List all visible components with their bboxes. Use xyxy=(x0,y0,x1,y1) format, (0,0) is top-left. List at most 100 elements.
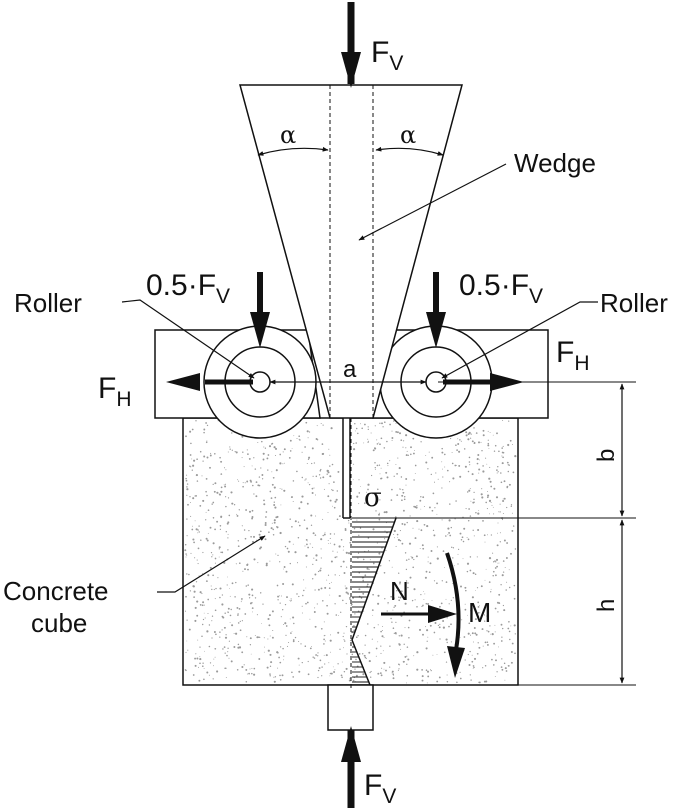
speckle-dot xyxy=(362,673,365,676)
speckle-dot xyxy=(240,601,242,603)
speckle-dot xyxy=(277,554,279,557)
speckle-dot xyxy=(329,537,331,539)
speckle-dot xyxy=(497,466,499,468)
speckle-dot xyxy=(400,634,403,637)
speckle-dot xyxy=(305,421,308,424)
speckle-dot xyxy=(347,519,350,522)
speckle-dot xyxy=(476,462,479,465)
speckle-dot xyxy=(274,676,277,678)
speckle-dot xyxy=(371,609,374,611)
speckle-dot xyxy=(422,604,424,607)
speckle-dot xyxy=(407,454,409,456)
speckle-dot xyxy=(492,434,494,436)
speckle-dot xyxy=(311,646,312,648)
speckle-dot xyxy=(301,661,303,664)
speckle-dot xyxy=(231,449,233,451)
speckle-dot xyxy=(330,560,333,563)
speckle-dot xyxy=(374,461,376,464)
speckle-dot xyxy=(186,518,188,520)
speckle-dot xyxy=(306,462,308,465)
speckle-dot xyxy=(390,617,392,620)
speckle-dot xyxy=(241,620,243,622)
speckle-dot xyxy=(473,501,475,503)
speckle-dot xyxy=(376,542,378,544)
speckle-dot xyxy=(267,454,270,456)
speckle-dot xyxy=(471,473,474,476)
speckle-dot xyxy=(372,528,375,531)
speckle-dot xyxy=(379,672,382,675)
speckle-dot xyxy=(428,451,430,453)
speckle-dot xyxy=(416,505,418,507)
speckle-dot xyxy=(359,527,362,529)
speckle-dot xyxy=(402,509,405,512)
speckle-dot xyxy=(491,504,493,506)
roller-left-label: Roller xyxy=(14,288,82,318)
speckle-dot xyxy=(334,556,337,559)
speckle-dot xyxy=(393,533,395,535)
speckle-dot xyxy=(456,449,458,451)
speckle-dot xyxy=(328,587,331,590)
speckle-dot xyxy=(442,468,444,470)
speckle-dot xyxy=(304,645,307,647)
speckle-dot xyxy=(231,502,234,505)
speckle-dot xyxy=(292,676,295,678)
speckle-dot xyxy=(259,636,261,638)
speckle-dot xyxy=(341,661,343,663)
speckle-dot xyxy=(478,681,481,684)
speckle-dot xyxy=(251,667,253,669)
speckle-dot xyxy=(503,497,506,500)
speckle-dot xyxy=(470,500,472,502)
fv-top-label: FV xyxy=(371,36,403,75)
speckle-dot xyxy=(475,479,478,482)
speckle-dot xyxy=(424,593,426,595)
speckle-dot xyxy=(495,561,497,563)
speckle-dot xyxy=(187,503,189,506)
speckle-dot xyxy=(430,550,433,552)
speckle-dot xyxy=(467,470,470,473)
speckle-dot xyxy=(468,456,471,459)
speckle-dot xyxy=(459,532,462,535)
speckle-dot xyxy=(416,520,419,523)
speckle-dot xyxy=(195,495,197,497)
speckle-dot xyxy=(448,531,451,534)
speckle-dot xyxy=(342,635,344,638)
speckle-dot xyxy=(467,519,470,522)
speckle-dot xyxy=(237,614,239,616)
speckle-dot xyxy=(283,462,285,464)
speckle-dot xyxy=(242,570,244,572)
speckle-dot xyxy=(342,599,344,602)
speckle-dot xyxy=(304,545,306,547)
speckle-dot xyxy=(323,533,326,536)
speckle-dot xyxy=(282,647,284,650)
speckle-dot xyxy=(406,450,408,452)
speckle-dot xyxy=(367,537,370,539)
speckle-dot xyxy=(195,474,198,477)
speckle-dot xyxy=(472,501,475,504)
speckle-dot xyxy=(472,665,475,667)
speckle-dot xyxy=(477,601,480,604)
speckle-dot xyxy=(425,626,427,628)
speckle-dot xyxy=(369,559,371,561)
speckle-dot xyxy=(271,471,273,473)
speckle-dot xyxy=(459,475,462,478)
speckle-dot xyxy=(475,432,478,434)
speckle-dot xyxy=(265,562,268,565)
speckle-dot xyxy=(489,480,492,483)
speckle-dot xyxy=(323,654,325,656)
speckle-dot xyxy=(329,675,331,677)
speckle-dot xyxy=(239,629,242,632)
speckle-dot xyxy=(422,547,425,550)
speckle-dot xyxy=(457,438,459,440)
speckle-dot xyxy=(323,638,325,641)
speckle-dot xyxy=(214,453,216,455)
speckle-dot xyxy=(414,599,416,601)
speckle-dot xyxy=(338,515,341,518)
speckle-dot xyxy=(442,620,445,622)
speckle-dot xyxy=(378,464,381,466)
speckle-dot xyxy=(333,671,336,673)
speckle-dot xyxy=(305,587,307,589)
speckle-dot xyxy=(367,483,370,486)
speckle-dot xyxy=(405,559,408,561)
speckle-dot xyxy=(420,441,422,443)
speckle-dot xyxy=(206,456,209,459)
